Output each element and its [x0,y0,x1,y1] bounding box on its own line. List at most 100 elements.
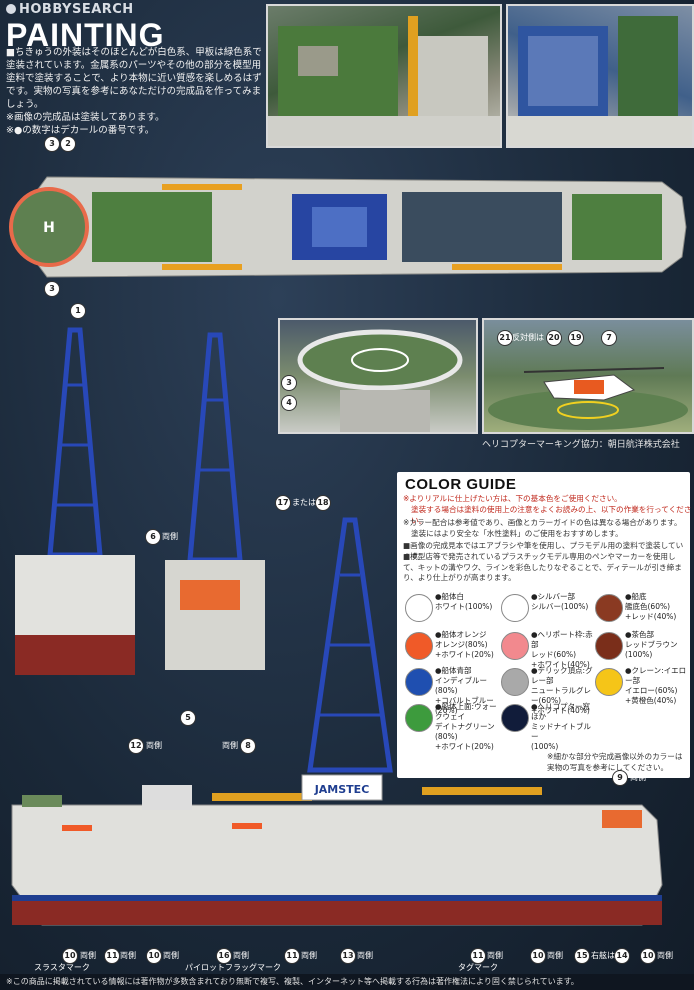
decal-callout-10: 10 [62,948,78,964]
color-swatch-label: ●船体オレンジ オレンジ(80%) +ホワイト(20%) [435,630,494,659]
decal-callout-10: 10 [640,948,656,964]
color-guide-bottom-note: ※細かな部分や完成画像以外のカラーは実物の写真を参考にしてください。 [547,752,683,772]
color-swatch [405,632,433,660]
both-sides-label: 両側 [487,951,503,960]
color-swatch [405,668,433,696]
right-side-label: 右舷は [591,951,615,960]
both-sides-label: 両側 [657,951,673,960]
reverse-side-label: 反対側は [512,333,544,342]
color-swatch-label: ●デリック頂点:グレー部 ニュートラルグレー(60%) +ホワイト(40%) [531,666,593,715]
both-sides-label: 両側 [163,951,179,960]
both-sides-label: 両側 [146,741,162,750]
decal-callout-16: 16 [216,948,232,964]
or-label: または [292,498,316,507]
ship-front-view [15,327,135,675]
both-sides-label: 両側 [547,951,563,960]
color-swatch [501,632,529,660]
color-swatch [501,704,529,732]
decal-callout-4: 4 [281,395,297,411]
color-swatch-label: ●茶色部 レッドブラウン (100%) [625,630,678,659]
both-sides-label: 両側 [301,951,317,960]
color-swatch [501,668,529,696]
decal-callout-10: 10 [146,948,162,964]
decal-callout-21: 21 [497,330,513,346]
decal-callout-3: 3 [44,281,60,297]
decal-callout-13: 13 [340,948,356,964]
color-swatch [405,704,433,732]
watermark-text: HOBBYSEARCH [19,2,134,17]
decal-callout-8: 8 [240,738,256,754]
color-guide-note: ■模型店等で発売されているプラスチックモデル専用のペンやマーカーを使用して、キッ… [403,552,682,582]
decal-callout-17: 17 [275,495,291,511]
decal-callout-9: 9 [612,770,628,786]
copyright-footer: ※この商品に掲載されている情報には著作物が多数含まれており無断で複写、複製、イン… [0,974,694,990]
both-sides-label: 両側 [80,951,96,960]
ship-side-view: JAMSTEC [11,774,663,926]
decal-callout-11: 11 [470,948,486,964]
helicopter-photo [482,318,694,434]
decal-callout-2: 2 [60,136,76,152]
decal-callout-3: 3 [44,136,60,152]
page-title: PAINTING [6,17,165,53]
decal-callout-11: 11 [284,948,300,964]
color-swatch-label: ●シルバー部 シルバー(100%) [531,592,589,611]
decal-callout-10: 10 [530,948,546,964]
both-sides-label: 両側 [357,951,373,960]
watermark-logo-icon [6,4,16,14]
drill-deck-illustration [508,16,692,146]
color-guide-note: ■画像の完成見本ではエアブラシや筆を使用し、プラモデル用の塗料で塗装しています。 [403,541,684,561]
color-guide-note: 塗装にはより安全な「水性塗料」のご使用をおすすめします。 [411,529,623,538]
color-guide-panel: COLOR GUIDE ※よりリアルに仕上げたい方は、下の基本色をご使用ください… [397,472,692,778]
thruster-mark-label: スラスタマーク [34,963,90,972]
color-swatch-label: ●ヘリポート枠:赤部 レッド(60%) +ホワイト(40%) [531,630,593,669]
deck-detail-illustration [268,16,500,146]
both-sides-label: 両側 [233,951,249,960]
helipad-photo [278,318,478,434]
helicopter-illustration [488,367,688,430]
intro-text: ■ちきゅうの外装はそのほとんどが白色系、甲板は緑色系で塗装されています。金属系の… [6,46,264,137]
color-swatch-label: ●船体白 ホワイト(100%) [435,592,493,611]
hull-jamstec-text: JAMSTEC [314,783,370,796]
color-swatch-label: ●船体上面:ウォークウェイ デイトナグリーン(80%) +ホワイト(20%) [435,702,497,751]
svg-text:H: H [43,220,55,236]
decal-callout-15: 15 [574,948,590,964]
both-sides-label: 両側 [222,741,238,750]
color-guide-note: 塗装する場合は塗料の使用上の注意をよくお読みの上、以下の作業を行ってください。 [411,505,692,525]
color-guide-note: ※カラー配合は参考値であり、画像とカラーガイドの色は異なる場合があります。 [403,518,682,527]
decal-callout-18: 18 [315,495,331,511]
color-swatch [501,594,529,622]
decal-callout-12: 12 [128,738,144,754]
ship-top-view: H [9,176,687,278]
color-swatch [405,594,433,622]
decal-callout-19: 19 [568,330,584,346]
intro-line: ※画像の完成品は塗装してあります。 [6,112,165,123]
decal-callout-11: 11 [104,948,120,964]
helipad-illustration [297,329,463,432]
pilot-flag-mark-label: パイロットフラッグマーク [185,963,281,972]
color-swatch [595,594,623,622]
decal-callout-20: 20 [546,330,562,346]
both-sides-label: 両側 [630,773,646,782]
both-sides-label: 両側 [120,951,136,960]
decal-callout-5: 5 [180,710,196,726]
decal-callout-1: 1 [70,303,86,319]
tug-mark-label: タグマーク [458,963,498,972]
drill-deck-photo [506,4,694,148]
color-swatch-label: ●クレーン:イエロー部 イエロー(60%) +黄橙色(40%) [625,666,687,705]
color-swatch-label: ●ヘリコプター窓ほか ミッドナイトブルー (100%) [531,702,591,751]
color-guide-title: COLOR GUIDE [405,476,517,493]
color-swatch-label: ●船体青部 インディブルー(80%) +コバルトブルー(20%) [435,666,494,715]
derrick-tower [307,517,393,773]
decal-callout-6: 6 [145,529,161,545]
both-sides-label: 両側 [162,532,178,541]
deck-detail-photo [266,4,502,148]
color-swatch [595,668,623,696]
color-swatch-label: ●船底 艦底色(60%) +レッド(40%) [625,592,677,621]
watermark: HOBBYSEARCH [6,2,134,17]
intro-line: ■ちきゅうの外装はそのほとんどが白色系、甲板は緑色系で塗装されています。金属系の… [6,47,262,110]
ship-rear-view [165,332,265,670]
decal-callout-3: 3 [281,375,297,391]
intro-line: ※●の数字はデカールの番号です。 [6,125,155,136]
decal-callout-14: 14 [614,948,630,964]
color-swatch [595,632,623,660]
